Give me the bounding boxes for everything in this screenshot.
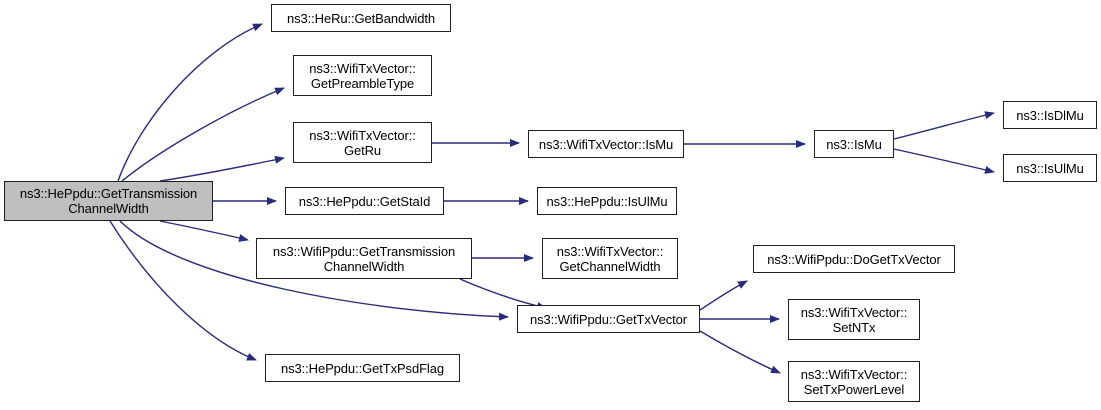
graph-node-label-getchannelwidth: ns3::WifiTxVector:: GetChannelWidth — [556, 243, 664, 274]
call-edge-root-to-getpreambletype — [121, 87, 285, 182]
graph-node-wifippdu_gettxvector[interactable]: ns3::WifiPpdu::GetTxVector — [517, 305, 700, 333]
graph-node-label-getpreambletype: ns3::WifiTxVector:: GetPreambleType — [309, 60, 416, 91]
graph-node-label-wifippdu_gettransmissionchannelwidth: ns3::WifiPpdu::GetTransmission ChannelWi… — [272, 243, 456, 274]
graph-node-ismu[interactable]: ns3::IsMu — [814, 130, 894, 158]
graph-node-label-heppdu_isulmu: ns3::HePpdu::IsUlMu — [546, 193, 668, 209]
call-edge-wifippdu_gettransmissionchannelwidth-to-wifippdu_gettxvector — [459, 278, 547, 310]
graph-node-isulmu[interactable]: ns3::IsUlMu — [1003, 154, 1097, 182]
call-edge-ismu-to-isulmu — [893, 148, 995, 174]
call-edge-root-to-getru — [159, 155, 285, 182]
graph-node-label-getru: ns3::WifiTxVector:: GetRu — [309, 127, 416, 158]
graph-node-label-ismu: ns3::IsMu — [826, 136, 882, 152]
graph-node-wifippdu_gettransmissionchannelwidth[interactable]: ns3::WifiPpdu::GetTransmission ChannelWi… — [256, 238, 472, 279]
call-edge-wifippdu_gettxvector-to-dogettxvector — [699, 280, 748, 311]
graph-node-wifitxvector_ismu[interactable]: ns3::WifiTxVector::IsMu — [528, 130, 684, 158]
graph-node-heru_getbandwidth[interactable]: ns3::HeRu::GetBandwidth — [271, 4, 451, 32]
call-edge-root-to-heru_getbandwidth — [117, 23, 263, 182]
graph-node-dogettxvector[interactable]: ns3::WifiPpdu::DoGetTxVector — [753, 245, 955, 273]
graph-node-label-dogettxvector: ns3::WifiPpdu::DoGetTxVector — [767, 251, 941, 267]
graph-node-label-isulmu: ns3::IsUlMu — [1016, 160, 1084, 176]
call-edge-root-to-gettxpsdflag — [109, 220, 257, 361]
graph-node-label-setntx: ns3::WifiTxVector:: SetNTx — [800, 304, 908, 335]
graph-node-heppdu_isulmu[interactable]: ns3::HePpdu::IsUlMu — [537, 187, 677, 215]
graph-node-label-heru_getbandwidth: ns3::HeRu::GetBandwidth — [286, 10, 435, 26]
graph-node-root[interactable]: ns3::HePpdu::GetTransmission ChannelWidt… — [4, 181, 213, 221]
graph-node-settxpowerlevel[interactable]: ns3::WifiTxVector:: SetTxPowerLevel — [788, 361, 920, 402]
graph-node-label-root: ns3::HePpdu::GetTransmission ChannelWidt… — [19, 186, 198, 216]
graph-node-getru[interactable]: ns3::WifiTxVector:: GetRu — [293, 122, 432, 163]
graph-node-gettxpsdflag[interactable]: ns3::HePpdu::GetTxPsdFlag — [265, 354, 460, 382]
call-edge-root-to-wifippdu_gettransmissionchannelwidth — [159, 220, 249, 242]
call-edge-wifippdu_gettxvector-to-settxpowerlevel — [699, 330, 781, 374]
graph-node-setntx[interactable]: ns3::WifiTxVector:: SetNTx — [788, 299, 920, 340]
graph-node-label-wifippdu_gettxvector: ns3::WifiPpdu::GetTxVector — [529, 311, 688, 327]
graph-node-getchannelwidth[interactable]: ns3::WifiTxVector:: GetChannelWidth — [542, 238, 678, 279]
graph-node-label-wifitxvector_ismu: ns3::WifiTxVector::IsMu — [538, 136, 674, 152]
graph-node-getstaid[interactable]: ns3::HePpdu::GetStaId — [285, 187, 444, 215]
call-edge-ismu-to-isdlmu — [893, 111, 995, 140]
graph-node-isdlmu[interactable]: ns3::IsDlMu — [1003, 101, 1097, 129]
graph-node-label-getstaid: ns3::HePpdu::GetStaId — [298, 193, 431, 209]
graph-node-getpreambletype[interactable]: ns3::WifiTxVector:: GetPreambleType — [293, 55, 432, 96]
graph-node-label-gettxpsdflag: ns3::HePpdu::GetTxPsdFlag — [281, 360, 444, 376]
graph-node-label-isdlmu: ns3::IsDlMu — [1016, 107, 1084, 123]
graph-node-label-settxpowerlevel: ns3::WifiTxVector:: SetTxPowerLevel — [800, 366, 908, 397]
